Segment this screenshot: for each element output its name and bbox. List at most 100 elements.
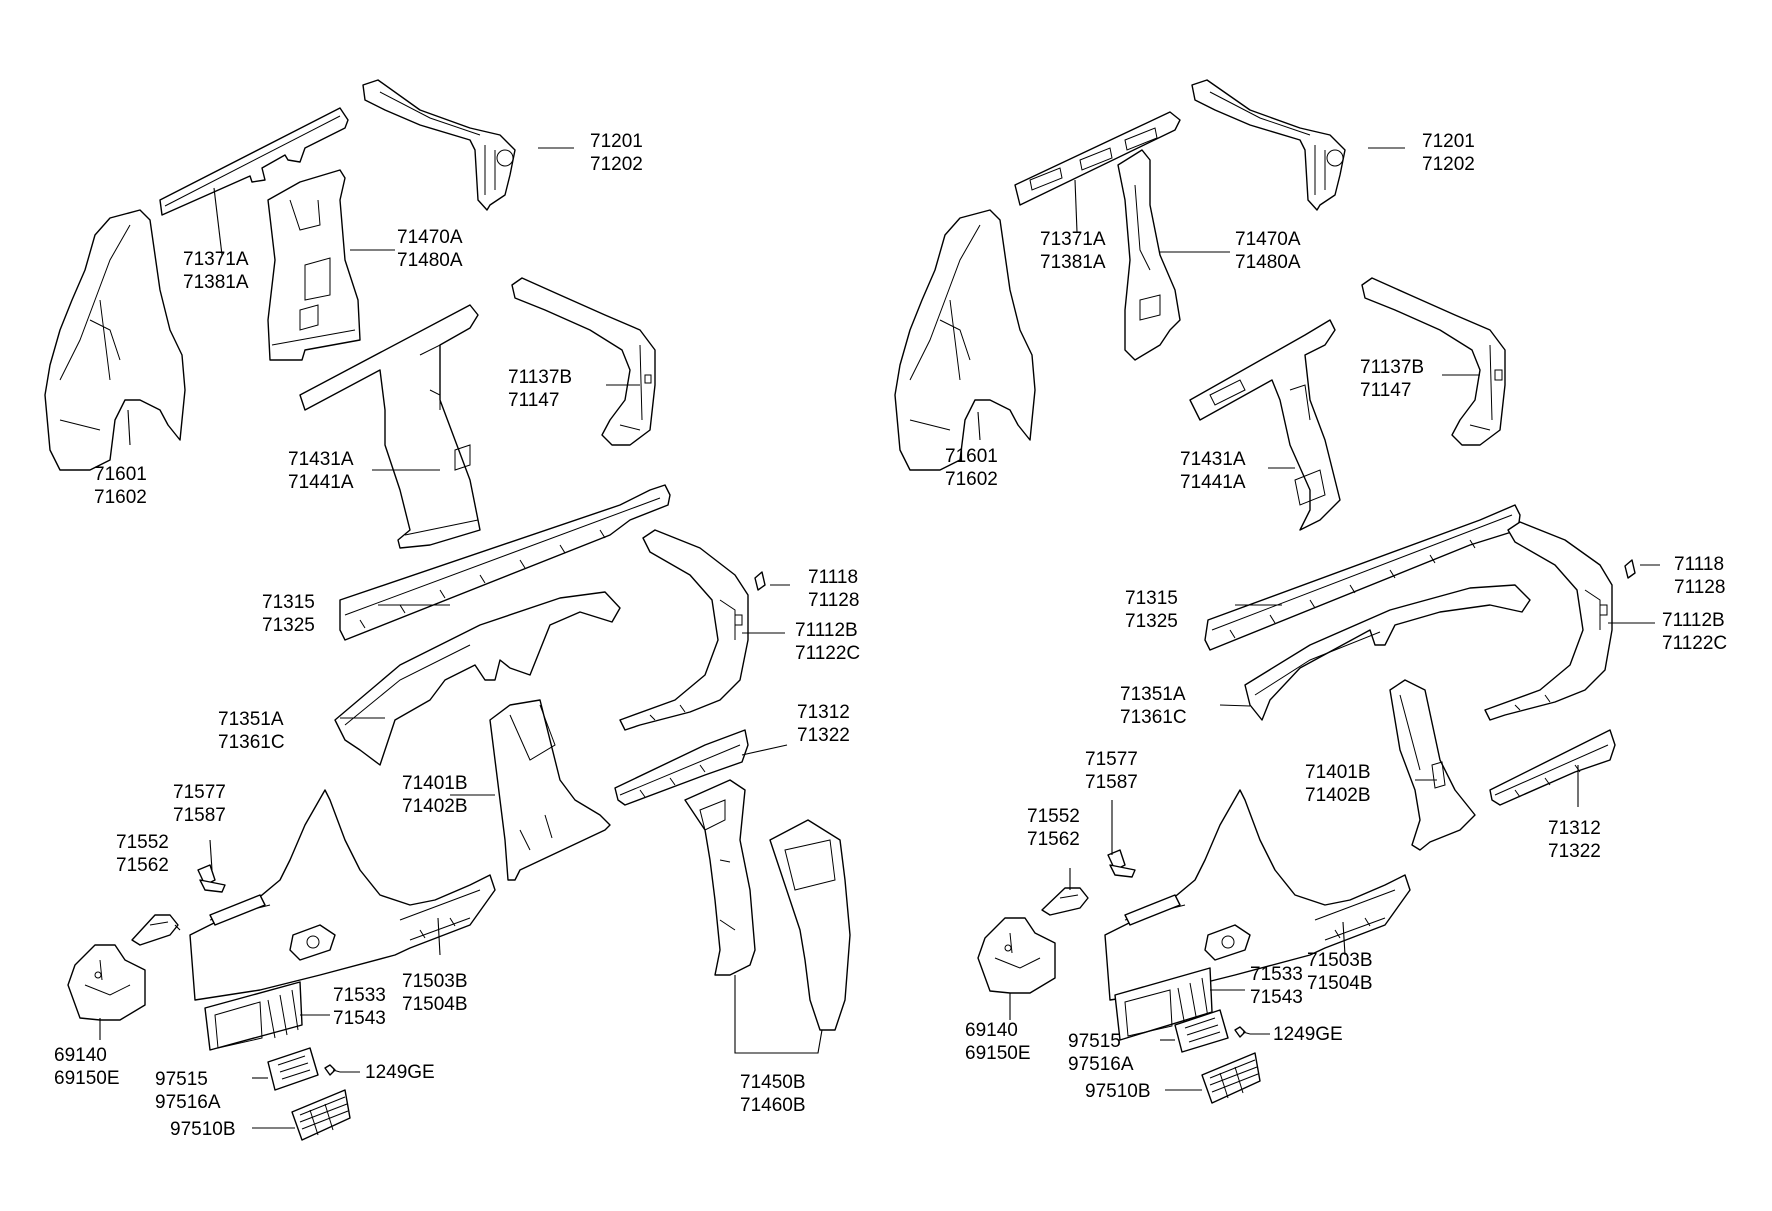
- label-71587: 71587: [173, 805, 226, 826]
- label-71201: 71201: [590, 131, 643, 152]
- label-71315: 71315: [262, 592, 315, 613]
- label-1249GE: 1249GE: [365, 1062, 435, 1083]
- part-71201-rear-pillar-inner: [362, 79, 516, 211]
- label-71441A-r: 71441A: [1180, 472, 1246, 493]
- label-71533: 71533: [333, 985, 386, 1006]
- left-part-labels: 71201 71202 71371A 71381A 71470A 71480A …: [54, 131, 860, 1140]
- label-1249GE-r: 1249GE: [1273, 1024, 1343, 1045]
- label-97516A-r: 97516A: [1068, 1054, 1134, 1075]
- part-1249GE-screw: [324, 1064, 341, 1076]
- part-71201-rear-pillar-inner-r: [1191, 79, 1346, 211]
- label-71602: 71602: [94, 487, 147, 508]
- label-71137B-r: 71137B: [1360, 357, 1424, 378]
- right-leader-lines: [977, 147, 1660, 1091]
- part-71431A-center-pillar-outer: [299, 304, 481, 549]
- label-97516A: 97516A: [155, 1092, 221, 1113]
- left-leader-lines: [99, 147, 823, 1129]
- label-69150E-r: 69150E: [965, 1043, 1031, 1064]
- label-71602-r: 71602: [945, 469, 998, 490]
- label-71431A-r: 71431A: [1180, 449, 1246, 470]
- part-97515-vent-grille-r: [1174, 1009, 1229, 1053]
- part-71552-small-cap-r: [1041, 887, 1089, 916]
- part-97510B-grille-cover-r: [1201, 1052, 1261, 1104]
- label-71147-r: 71147: [1360, 380, 1411, 401]
- label-71601-r: 71601: [945, 446, 998, 467]
- label-71371A-r: 71371A: [1040, 229, 1106, 250]
- label-71351A: 71351A: [218, 709, 284, 730]
- label-69150E: 69150E: [54, 1068, 120, 1089]
- label-71533-r: 71533: [1250, 964, 1303, 985]
- label-71361C: 71361C: [218, 732, 285, 753]
- label-71401B: 71401B: [402, 773, 468, 794]
- part-71533-vent-frame: [204, 981, 303, 1051]
- label-97510B: 97510B: [170, 1119, 236, 1140]
- label-71122C: 71122C: [795, 643, 860, 664]
- label-71504B-r: 71504B: [1307, 973, 1373, 994]
- label-71322-r: 71322: [1548, 841, 1601, 862]
- label-71441A: 71441A: [288, 472, 354, 493]
- label-71460B: 71460B: [740, 1095, 806, 1116]
- label-71543: 71543: [333, 1008, 386, 1029]
- part-71552-small-cap: [131, 914, 179, 946]
- label-71470A: 71470A: [397, 227, 463, 248]
- label-71128-r: 71128: [1674, 577, 1725, 598]
- label-71480A: 71480A: [397, 250, 463, 271]
- label-71118: 71118: [808, 567, 858, 588]
- part-71503B-quarter-outer-r: [1104, 789, 1411, 1001]
- part-97515-vent-grille: [267, 1047, 319, 1091]
- right-exploded-view: 71201 71202 71371A 71381A 71470A 71480A …: [894, 79, 1727, 1104]
- part-71112B-pillar-rear-inner: [619, 529, 749, 731]
- label-71312-r: 71312: [1548, 818, 1601, 839]
- part-71601-quarter-inner-r: [894, 209, 1036, 471]
- left-exploded-view: 71201 71202 71371A 71381A 71470A 71480A …: [44, 79, 860, 1141]
- label-71577-r: 71577: [1085, 749, 1138, 770]
- label-71122C-r: 71122C: [1662, 633, 1727, 654]
- label-71562: 71562: [116, 855, 169, 876]
- label-71137B: 71137B: [508, 367, 572, 388]
- label-71112B: 71112B: [795, 620, 858, 641]
- part-97510B-grille-cover: [291, 1089, 351, 1141]
- part-71137B-rear-inner-panel-r: [1361, 277, 1506, 446]
- part-71401B-center-pillar-lower: [489, 699, 611, 881]
- part-69140-bracket: [67, 944, 146, 1021]
- label-71470A-r: 71470A: [1235, 229, 1301, 250]
- label-71371A: 71371A: [183, 249, 249, 270]
- label-71202-r: 71202: [1422, 154, 1475, 175]
- right-part-labels: 71201 71202 71371A 71381A 71470A 71480A …: [945, 131, 1727, 1102]
- part-71351A-roof-side-outer: [334, 591, 621, 766]
- label-71202: 71202: [590, 154, 643, 175]
- label-71503B: 71503B: [402, 971, 468, 992]
- label-71450B: 71450B: [740, 1072, 806, 1093]
- part-71450B-lower-pillar-pair: [684, 779, 851, 1031]
- label-71503B-r: 71503B: [1307, 950, 1373, 971]
- part-69140-bracket-r: [977, 917, 1056, 994]
- part-71503B-quarter-outer: [189, 789, 496, 1001]
- label-71601: 71601: [94, 464, 147, 485]
- part-71312-side-sill-inner: [614, 729, 749, 806]
- label-69140: 69140: [54, 1045, 107, 1066]
- label-71431A: 71431A: [288, 449, 354, 470]
- label-71577: 71577: [173, 782, 226, 803]
- label-71381A-r: 71381A: [1040, 252, 1106, 273]
- part-71601-quarter-inner: [44, 209, 186, 471]
- label-71201-r: 71201: [1422, 131, 1475, 152]
- label-71543-r: 71543: [1250, 987, 1303, 1008]
- label-97515-r: 97515: [1068, 1031, 1121, 1052]
- label-71480A-r: 71480A: [1235, 252, 1301, 273]
- part-71431A-center-pillar-outer-r: [1189, 319, 1341, 531]
- label-71361C-r: 71361C: [1120, 707, 1187, 728]
- part-71312-side-sill-inner-r: [1489, 729, 1616, 806]
- label-71552: 71552: [116, 832, 169, 853]
- part-71577-bracket: [197, 864, 226, 893]
- part-71470A-center-pillar-inner: [267, 169, 361, 361]
- label-71381A: 71381A: [183, 272, 249, 293]
- label-71128: 71128: [808, 590, 859, 611]
- label-97515: 97515: [155, 1069, 208, 1090]
- part-71118-small-plate: [754, 571, 766, 591]
- label-69140-r: 69140: [965, 1020, 1018, 1041]
- label-71402B: 71402B: [402, 796, 468, 817]
- part-71118-small-plate-r: [1624, 559, 1636, 579]
- label-71325-r: 71325: [1125, 611, 1178, 632]
- part-71371A-roof-rail-r: [1014, 111, 1181, 206]
